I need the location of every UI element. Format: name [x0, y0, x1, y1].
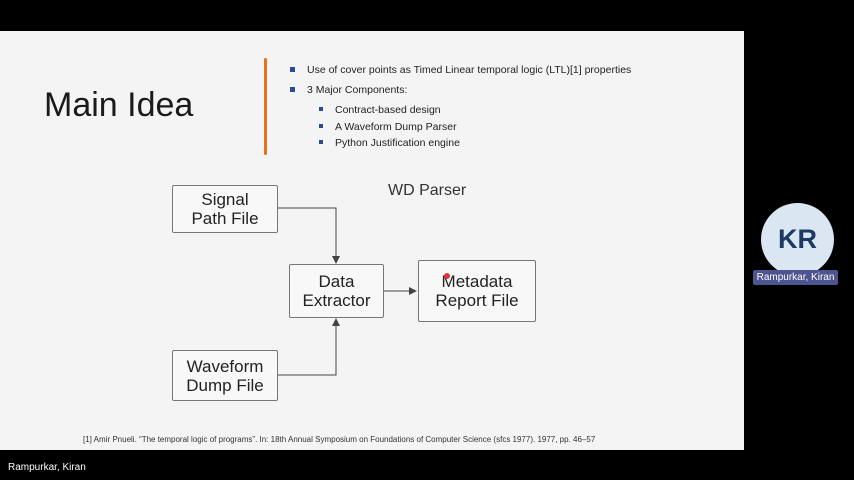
- bullet-item: 3 Major Components:: [290, 83, 631, 103]
- bullet-marker-icon: [290, 67, 295, 72]
- box-label-line: Signal: [201, 190, 249, 209]
- sub-bullet-item: Python Justification engine: [290, 136, 631, 153]
- box-label-line: Extractor: [302, 291, 371, 310]
- connector-waveform-to-extractor: [278, 318, 340, 376]
- shared-slide: Main Idea Use of cover points as Timed L…: [0, 31, 744, 450]
- bullet-text: Use of cover points as Timed Linear temp…: [307, 64, 632, 76]
- box-label-line: Dump File: [186, 375, 264, 395]
- sub-bullet-text: A Waveform Dump Parser: [335, 120, 457, 133]
- participant-name-label: Rampurkar, Kiran: [753, 270, 838, 285]
- sub-bullet-text: Contract-based design: [335, 104, 441, 116]
- sub-bullet-text: Python Justification engine: [335, 137, 460, 149]
- signal-path-file-box: Signal Path File: [172, 185, 278, 233]
- box-label-line: Waveform: [186, 356, 264, 376]
- presenter-name-label: Rampurkar, Kiran: [8, 462, 86, 473]
- waveform-dump-file-box: Waveform Dump File: [172, 350, 278, 401]
- box-label-line: Report File: [435, 291, 519, 310]
- diagram-title: WD Parser: [388, 182, 467, 199]
- box-label-line: Path File: [191, 209, 259, 228]
- accent-divider: [264, 58, 267, 155]
- metadata-report-file-box: Metadata Report File: [418, 260, 536, 322]
- bullet-list: Use of cover points as Timed Linear temp…: [290, 63, 631, 153]
- slide-footnote: [1] Amir Pnueli. “The temporal logic of …: [83, 435, 596, 444]
- bullet-marker-icon: [290, 87, 295, 92]
- participant-avatar[interactable]: KR: [761, 203, 834, 276]
- participant-initials: KR: [778, 224, 817, 254]
- bullet-text: 3 Major Components:: [307, 84, 408, 96]
- bullet-marker-icon: [319, 140, 323, 144]
- box-label-line: Metadata: [441, 272, 513, 291]
- bullet-marker-icon: [319, 107, 323, 111]
- sub-bullet-item: Contract-based design: [290, 103, 631, 120]
- connector-signal-to-extractor: [278, 207, 340, 264]
- laser-pointer-icon: [444, 273, 450, 279]
- data-extractor-box: Data Extractor: [289, 264, 384, 318]
- flow-diagram-connectors: [278, 207, 417, 376]
- bullet-marker-icon: [319, 123, 323, 128]
- bullet-item: Use of cover points as Timed Linear temp…: [290, 63, 631, 83]
- box-label-line: Data: [318, 272, 355, 291]
- sub-bullet-item: A Waveform Dump Parser: [290, 120, 631, 137]
- slide-title: Main Idea: [44, 86, 194, 124]
